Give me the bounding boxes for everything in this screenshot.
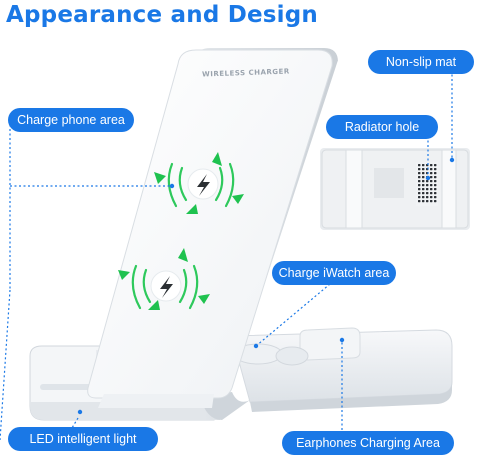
vent-hole bbox=[434, 188, 437, 191]
vent-hole bbox=[430, 172, 433, 175]
underside-inset bbox=[320, 148, 470, 230]
vent-hole bbox=[418, 164, 421, 167]
vent-hole bbox=[434, 172, 437, 175]
stand-front-face bbox=[87, 49, 333, 399]
phone-coil-upper bbox=[167, 162, 235, 208]
vent-hole bbox=[422, 200, 425, 203]
vent-hole bbox=[430, 176, 433, 179]
vent-hole bbox=[434, 176, 437, 179]
vent-hole bbox=[422, 184, 425, 187]
callout-led-light: LED intelligent light bbox=[8, 427, 158, 451]
earphone-pad bbox=[299, 327, 361, 361]
vent-hole bbox=[430, 164, 433, 167]
vent-hole bbox=[434, 184, 437, 187]
vent-hole bbox=[418, 172, 421, 175]
callout-non-slip-mat: Non-slip mat bbox=[368, 50, 474, 74]
callout-charge-iwatch-area: Charge iWatch area bbox=[272, 261, 396, 285]
vent-hole bbox=[422, 180, 425, 183]
vent-hole bbox=[426, 192, 429, 195]
non-slip-strip bbox=[441, 149, 457, 229]
vent-hole bbox=[430, 192, 433, 195]
lightning-bolt-icon bbox=[197, 174, 210, 196]
vent-hole bbox=[430, 184, 433, 187]
vent-hole bbox=[430, 200, 433, 203]
vent-hole bbox=[430, 180, 433, 183]
inward-arrow-icon bbox=[118, 152, 244, 310]
vent-hole bbox=[422, 188, 425, 191]
vent-hole bbox=[434, 180, 437, 183]
vent-hole bbox=[430, 168, 433, 171]
vent-hole bbox=[426, 196, 429, 199]
vent-hole bbox=[426, 188, 429, 191]
vent-hole bbox=[418, 196, 421, 199]
vent-hole bbox=[434, 168, 437, 171]
lightning-bolt-icon bbox=[160, 276, 173, 298]
callout-earphones-area: Earphones Charging Area bbox=[282, 431, 454, 455]
vent-hole bbox=[430, 196, 433, 199]
page-title: Appearance and Design bbox=[6, 2, 318, 28]
vent-hole bbox=[418, 180, 421, 183]
vent-hole bbox=[426, 180, 429, 183]
callout-charge-phone-area: Charge phone area bbox=[8, 108, 134, 132]
vent-hole bbox=[422, 196, 425, 199]
vent-hole bbox=[418, 184, 421, 187]
vent-hole bbox=[418, 168, 421, 171]
vent-hole bbox=[434, 164, 437, 167]
vent-hole bbox=[430, 188, 433, 191]
radiator-vents bbox=[416, 162, 438, 206]
vent-hole bbox=[422, 172, 425, 175]
non-slip-strip bbox=[345, 149, 363, 229]
vent-hole bbox=[434, 200, 437, 203]
vent-hole bbox=[434, 196, 437, 199]
vent-hole bbox=[418, 176, 421, 179]
vent-hole bbox=[426, 200, 429, 203]
vent-hole bbox=[434, 192, 437, 195]
vent-hole bbox=[418, 192, 421, 195]
vent-hole bbox=[422, 192, 425, 195]
callout-radiator-hole: Radiator hole bbox=[326, 115, 438, 139]
vent-hole bbox=[422, 168, 425, 171]
device-label: WIRELESS CHARGER bbox=[202, 67, 290, 78]
vent-hole bbox=[418, 200, 421, 203]
vent-hole bbox=[422, 164, 425, 167]
vent-hole bbox=[422, 176, 425, 179]
phone-coil-lower bbox=[131, 264, 199, 310]
vent-hole bbox=[426, 184, 429, 187]
vent-hole bbox=[418, 188, 421, 191]
